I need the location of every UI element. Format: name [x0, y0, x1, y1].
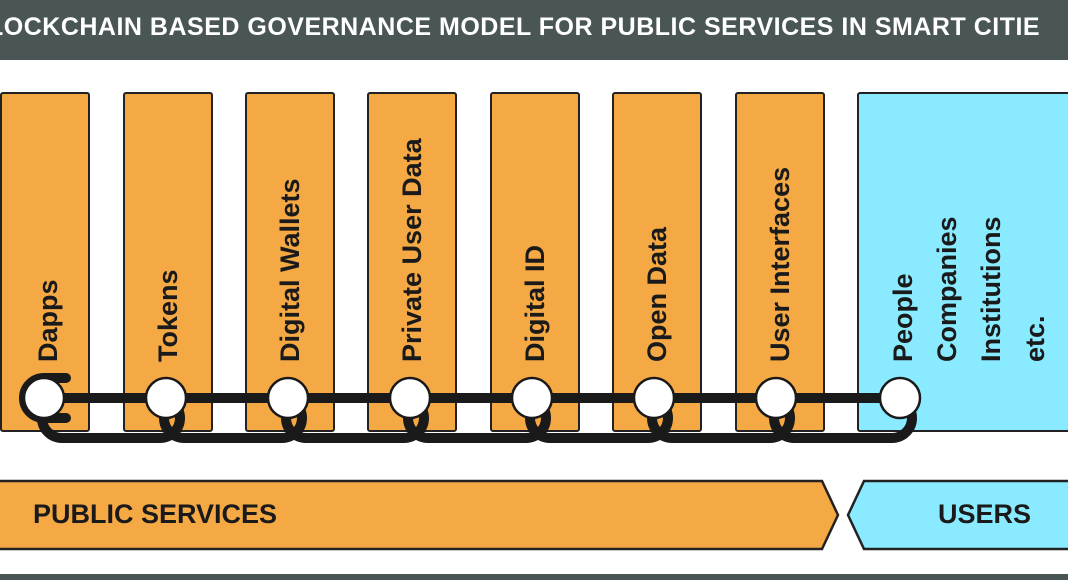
- diagram-title: LOCKCHAIN BASED GOVERNANCE MODEL FOR PUB…: [0, 13, 1041, 41]
- users-entities-label: People Companies Institutions etc.: [881, 216, 1057, 362]
- title-bar: LOCKCHAIN BASED GOVERNANCE MODEL FOR PUB…: [0, 0, 1068, 60]
- public-services-label: PUBLIC SERVICES: [33, 499, 278, 529]
- column-dapps: Dapps: [0, 92, 90, 432]
- bottom-bar: [0, 574, 1068, 580]
- column-digital-id: Digital ID: [490, 92, 580, 432]
- column-users-entities: People Companies Institutions etc.: [857, 92, 1068, 432]
- column-label-dapps: Dapps: [33, 279, 63, 362]
- column-label-digital-id: Digital ID: [520, 244, 550, 362]
- column-tokens: Tokens: [123, 92, 213, 432]
- users-line-institutions: Institutions: [976, 216, 1006, 362]
- column-user-interfaces: User Interfaces: [735, 92, 825, 432]
- users-label: USERS: [938, 499, 1032, 529]
- users-line-people: People: [888, 273, 918, 362]
- column-label-open-data: Open Data: [642, 226, 672, 362]
- column-label-user-interfaces: User Interfaces: [765, 166, 795, 362]
- column-digital-wallets: Digital Wallets: [245, 92, 335, 432]
- column-label-private-user-data: Private User Data: [397, 138, 427, 362]
- column-private-user-data: Private User Data: [367, 92, 457, 432]
- users-line-companies: Companies: [932, 216, 962, 362]
- users-line-etc: etc.: [1020, 315, 1050, 362]
- column-label-tokens: Tokens: [153, 269, 183, 362]
- column-label-digital-wallets: Digital Wallets: [275, 178, 305, 362]
- column-open-data: Open Data: [612, 92, 702, 432]
